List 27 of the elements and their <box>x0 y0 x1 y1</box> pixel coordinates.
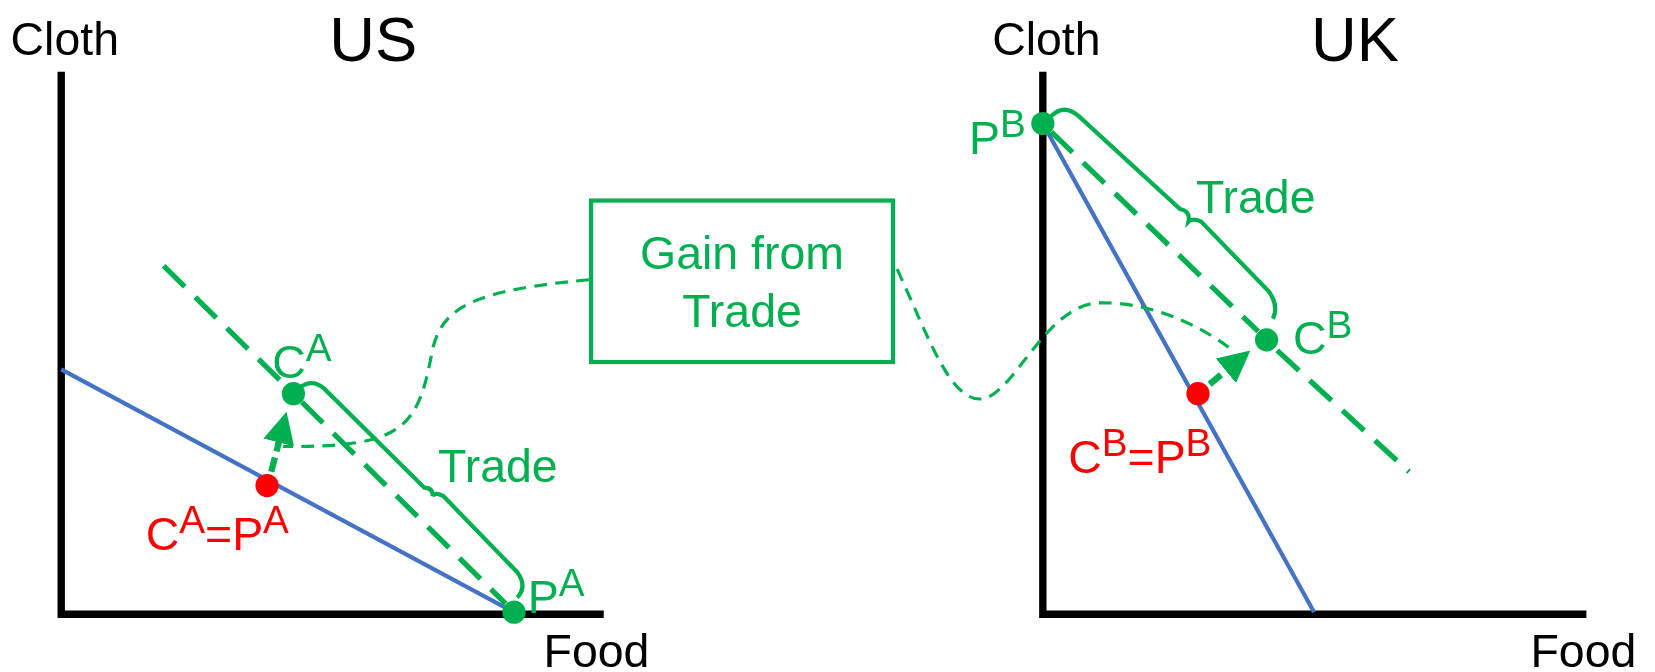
price-line <box>300 400 508 606</box>
point-label: C$^{B}$=P$^{B}$ <box>1068 424 1212 480</box>
point-marker <box>1186 382 1210 406</box>
point-label: C$^{B}$ <box>1293 306 1353 362</box>
panel-title: UK <box>1310 8 1399 72</box>
point-marker <box>255 473 279 498</box>
price-line <box>1049 130 1260 334</box>
point-label: P$^{B}$ <box>968 105 1026 162</box>
point-marker <box>502 600 526 624</box>
callout-box <box>588 198 896 365</box>
axis-label: Food <box>1530 628 1637 672</box>
panel-title: US <box>329 8 418 72</box>
axis-label: Cloth <box>992 15 1101 63</box>
point-marker <box>1255 328 1279 352</box>
point-marker <box>281 382 306 406</box>
point-marker <box>1031 111 1055 136</box>
point-label: C$^{A}$=P$^{A}$ <box>145 501 289 557</box>
point-label: C$^{A}$ <box>272 329 332 385</box>
brace-label: Trade <box>438 443 558 490</box>
axis-label: Food <box>543 628 650 672</box>
arrow <box>263 411 295 473</box>
arrow <box>1207 350 1251 387</box>
leader-line <box>282 278 590 449</box>
callout-text: Gain from Trade <box>639 225 845 339</box>
brace-label: Trade <box>1195 174 1316 221</box>
point-label: P$^{A}$ <box>527 564 585 621</box>
axis-label: Cloth <box>10 15 119 63</box>
